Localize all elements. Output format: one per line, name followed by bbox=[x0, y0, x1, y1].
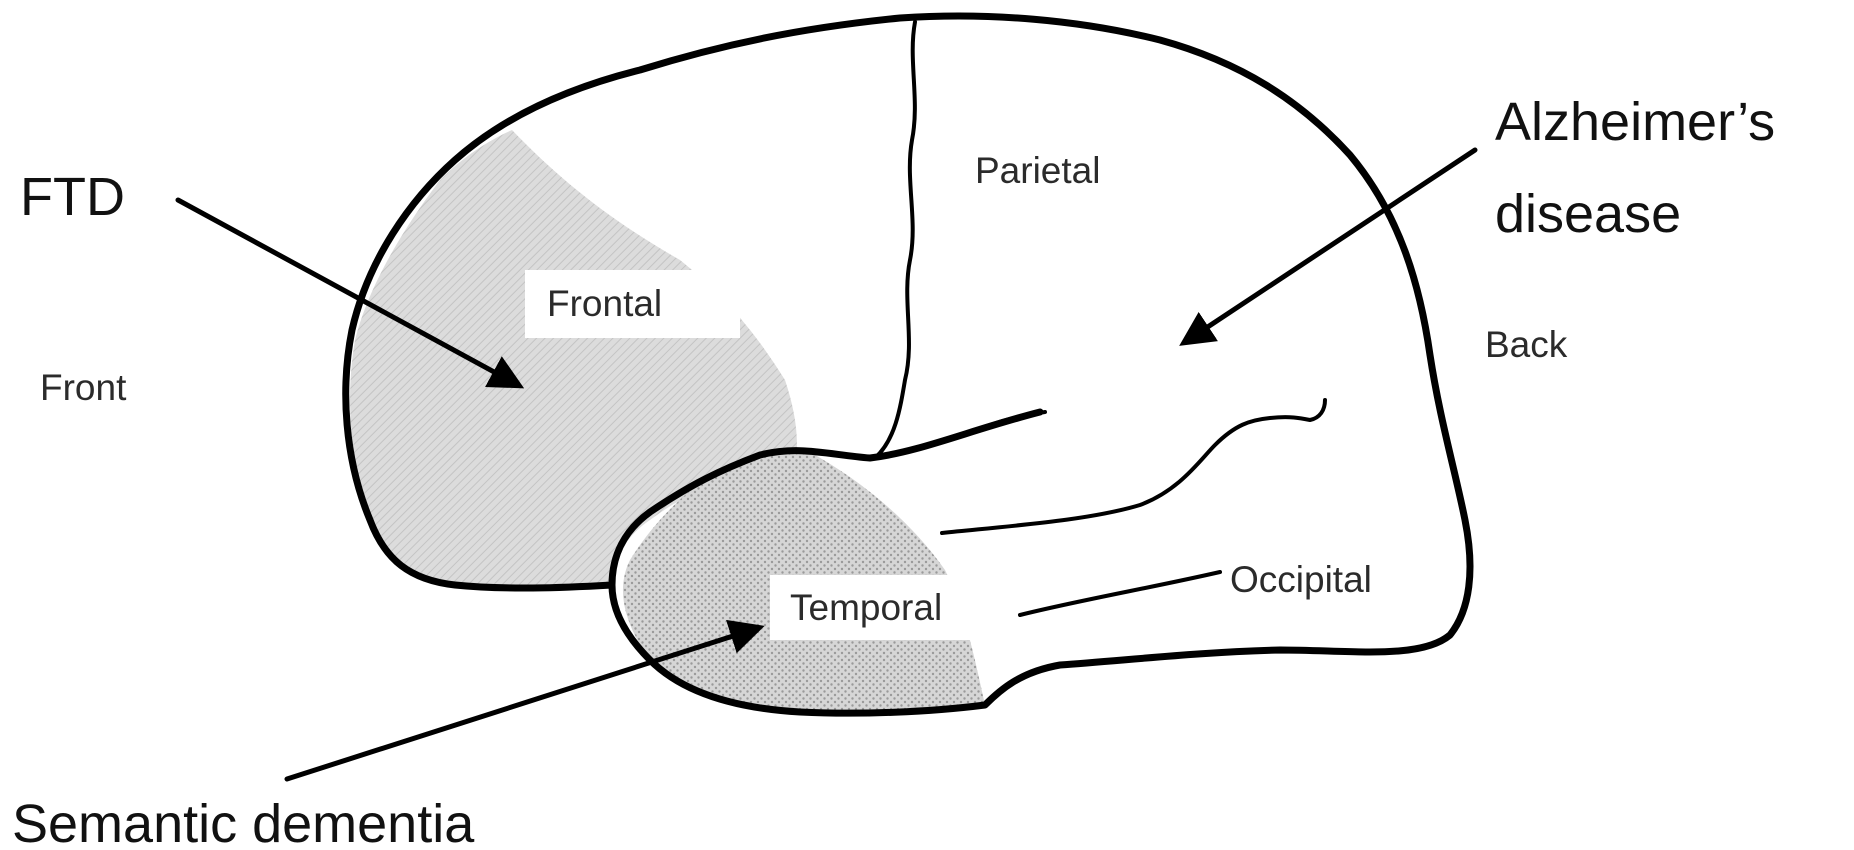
temporal-label: Temporal bbox=[790, 587, 942, 628]
ftd-label: FTD bbox=[20, 167, 125, 227]
back-label: Back bbox=[1485, 324, 1568, 365]
semantic-dementia-label: Semantic dementia bbox=[12, 794, 475, 850]
parietal-label: Parietal bbox=[975, 150, 1100, 191]
central-sulcus bbox=[875, 22, 915, 458]
occipital-label: Occipital bbox=[1230, 559, 1372, 600]
frontal-label: Frontal bbox=[547, 283, 662, 324]
semantic-dementia-arrow bbox=[287, 628, 758, 779]
occipital-temporal-line bbox=[1020, 572, 1220, 615]
alzheimers-label-line1: Alzheimer’s bbox=[1495, 92, 1775, 152]
front-label: Front bbox=[40, 367, 127, 408]
alzheimers-arrow bbox=[1185, 150, 1475, 342]
alzheimers-label-line2: disease bbox=[1495, 184, 1681, 244]
